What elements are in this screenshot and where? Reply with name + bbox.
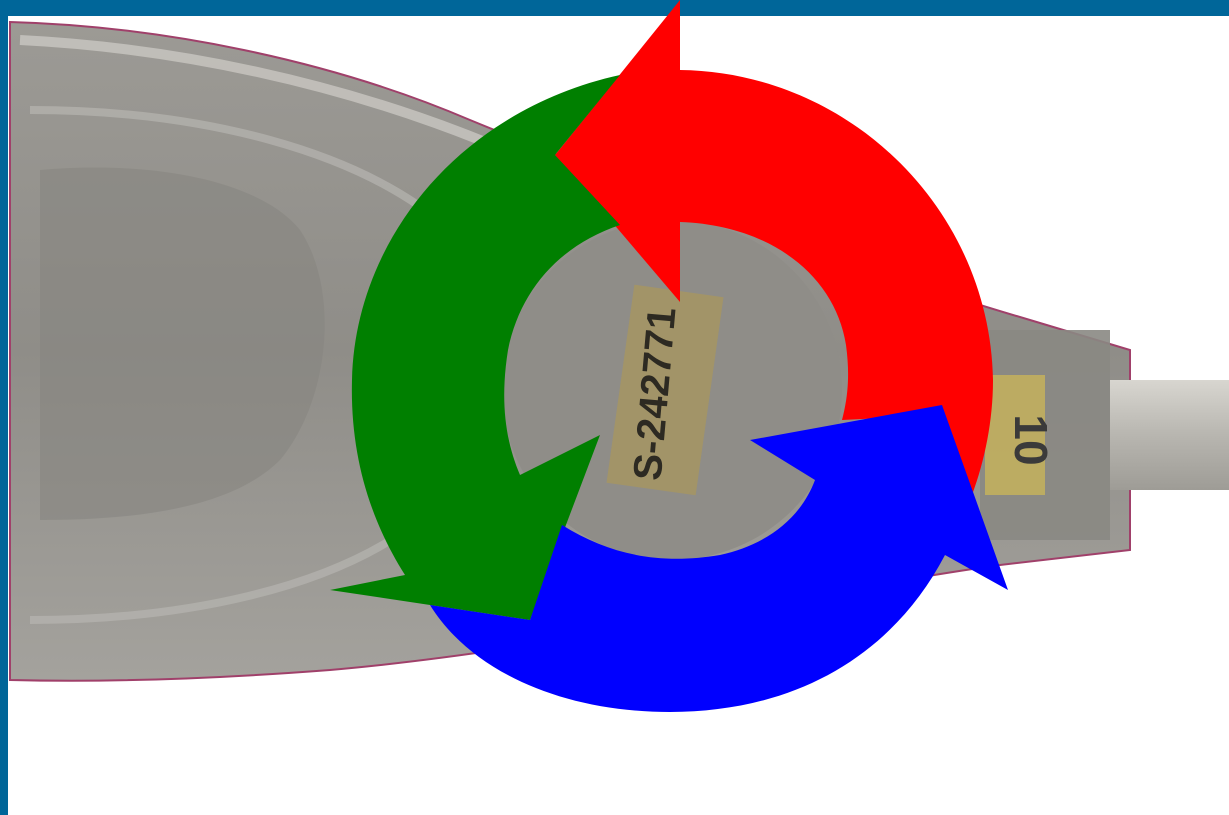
side-mark-text: 10: [1005, 414, 1057, 465]
mounting-pipe: [1110, 380, 1229, 490]
